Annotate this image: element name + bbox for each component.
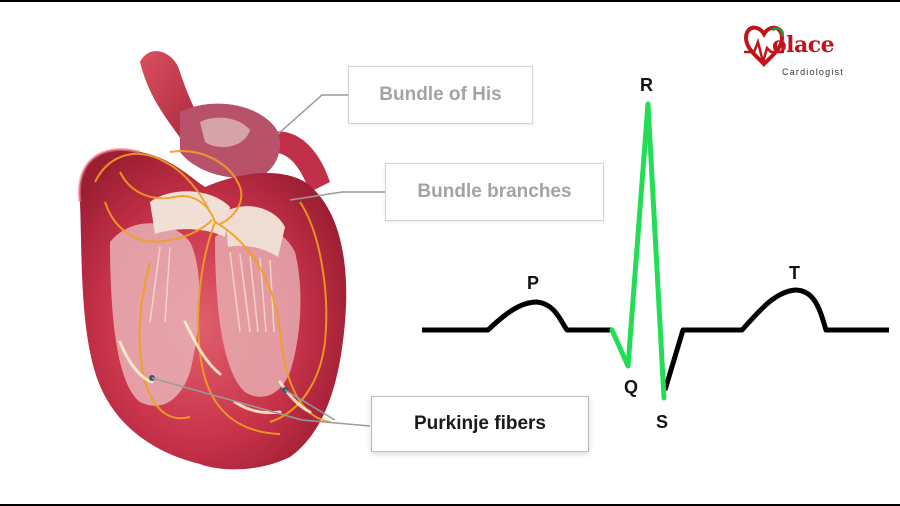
ecg-qrs-complex	[612, 104, 664, 398]
heart-illustration	[79, 51, 346, 469]
logo-wordmark: olace	[772, 32, 834, 58]
wave-label-p: P	[527, 273, 539, 294]
label-purkinje-fibers: Purkinje fibers	[371, 396, 589, 452]
logo-subtitle: Cardiologist	[782, 67, 844, 77]
wave-label-q: Q	[624, 377, 638, 398]
label-bundle-of-his: Bundle of His	[348, 66, 533, 124]
solace-logo: olace Cardiologist	[744, 24, 859, 84]
wave-label-s: S	[656, 412, 668, 433]
ecg-baseline	[422, 290, 889, 390]
wave-label-r: R	[640, 75, 653, 96]
wave-label-t: T	[789, 263, 800, 284]
label-bundle-branches: Bundle branches	[385, 163, 604, 221]
